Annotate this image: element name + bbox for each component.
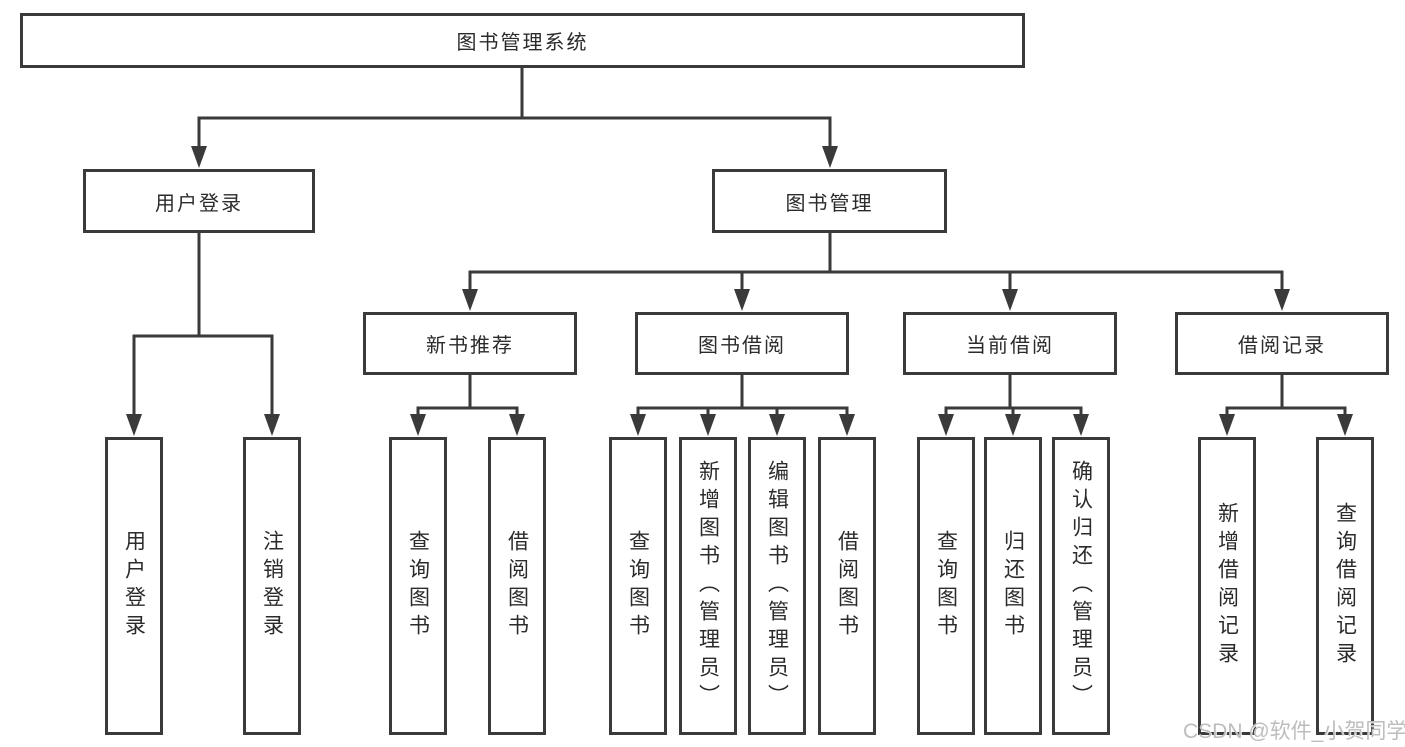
node-query-books-current: 查询图书	[917, 437, 975, 735]
csdn-watermark: CSDN @软件_小贺同学	[1183, 720, 1405, 743]
node-label: 图书借阅	[698, 335, 786, 357]
node-label: 图书管理系统	[456, 32, 589, 54]
node-query-books-recommend: 查询图书	[389, 437, 447, 735]
node-label: 新增借阅记录	[1215, 502, 1239, 670]
node-label: 用户登录	[122, 530, 146, 642]
node-label: 借阅记录	[1238, 335, 1326, 357]
node-label: 借阅图书	[835, 530, 859, 642]
node-borrowing-records: 借阅记录	[1175, 312, 1389, 375]
node-label: 用户登录	[155, 192, 243, 215]
node-label: 查询借阅记录	[1333, 502, 1357, 670]
node-label: 新增图书（管理员）	[696, 460, 720, 712]
node-edit-books-admin: 编辑图书（管理员）	[748, 437, 806, 735]
node-borrow-books-recommend: 借阅图书	[488, 437, 546, 735]
node-new-book-recommend: 新书推荐	[363, 312, 577, 375]
node-label: 查询图书	[626, 530, 650, 642]
node-confirm-return-admin: 确认归还（管理员）	[1052, 437, 1110, 735]
node-query-borrow-record: 查询借阅记录	[1316, 437, 1374, 735]
node-label: 注销登录	[260, 530, 284, 642]
node-label: 当前借阅	[966, 335, 1054, 357]
arrowheads	[126, 146, 1353, 436]
node-label: 查询图书	[406, 530, 430, 642]
node-user-login-action: 用户登录	[105, 437, 163, 735]
node-label: 借阅图书	[505, 530, 529, 642]
node-book-borrowing: 图书借阅	[635, 312, 849, 375]
node-book-management: 图书管理	[712, 169, 947, 233]
node-label: 新书推荐	[426, 335, 514, 357]
node-add-books-admin: 新增图书（管理员）	[679, 437, 737, 735]
node-borrow-books: 借阅图书	[818, 437, 876, 735]
node-label: 归还图书	[1001, 530, 1025, 642]
node-user-login: 用户登录	[83, 169, 315, 233]
node-label: 编辑图书（管理员）	[765, 460, 789, 712]
node-return-books: 归还图书	[984, 437, 1042, 735]
node-logout: 注销登录	[243, 437, 301, 735]
node-label: 查询图书	[934, 530, 958, 642]
node-query-books-borrow: 查询图书	[609, 437, 667, 735]
node-library-management-system: 图书管理系统	[20, 13, 1025, 68]
node-label: 确认归还（管理员）	[1069, 460, 1093, 712]
node-current-borrowing: 当前借阅	[903, 312, 1117, 375]
node-add-borrow-record: 新增借阅记录	[1198, 437, 1256, 735]
node-label: 图书管理	[785, 192, 874, 215]
